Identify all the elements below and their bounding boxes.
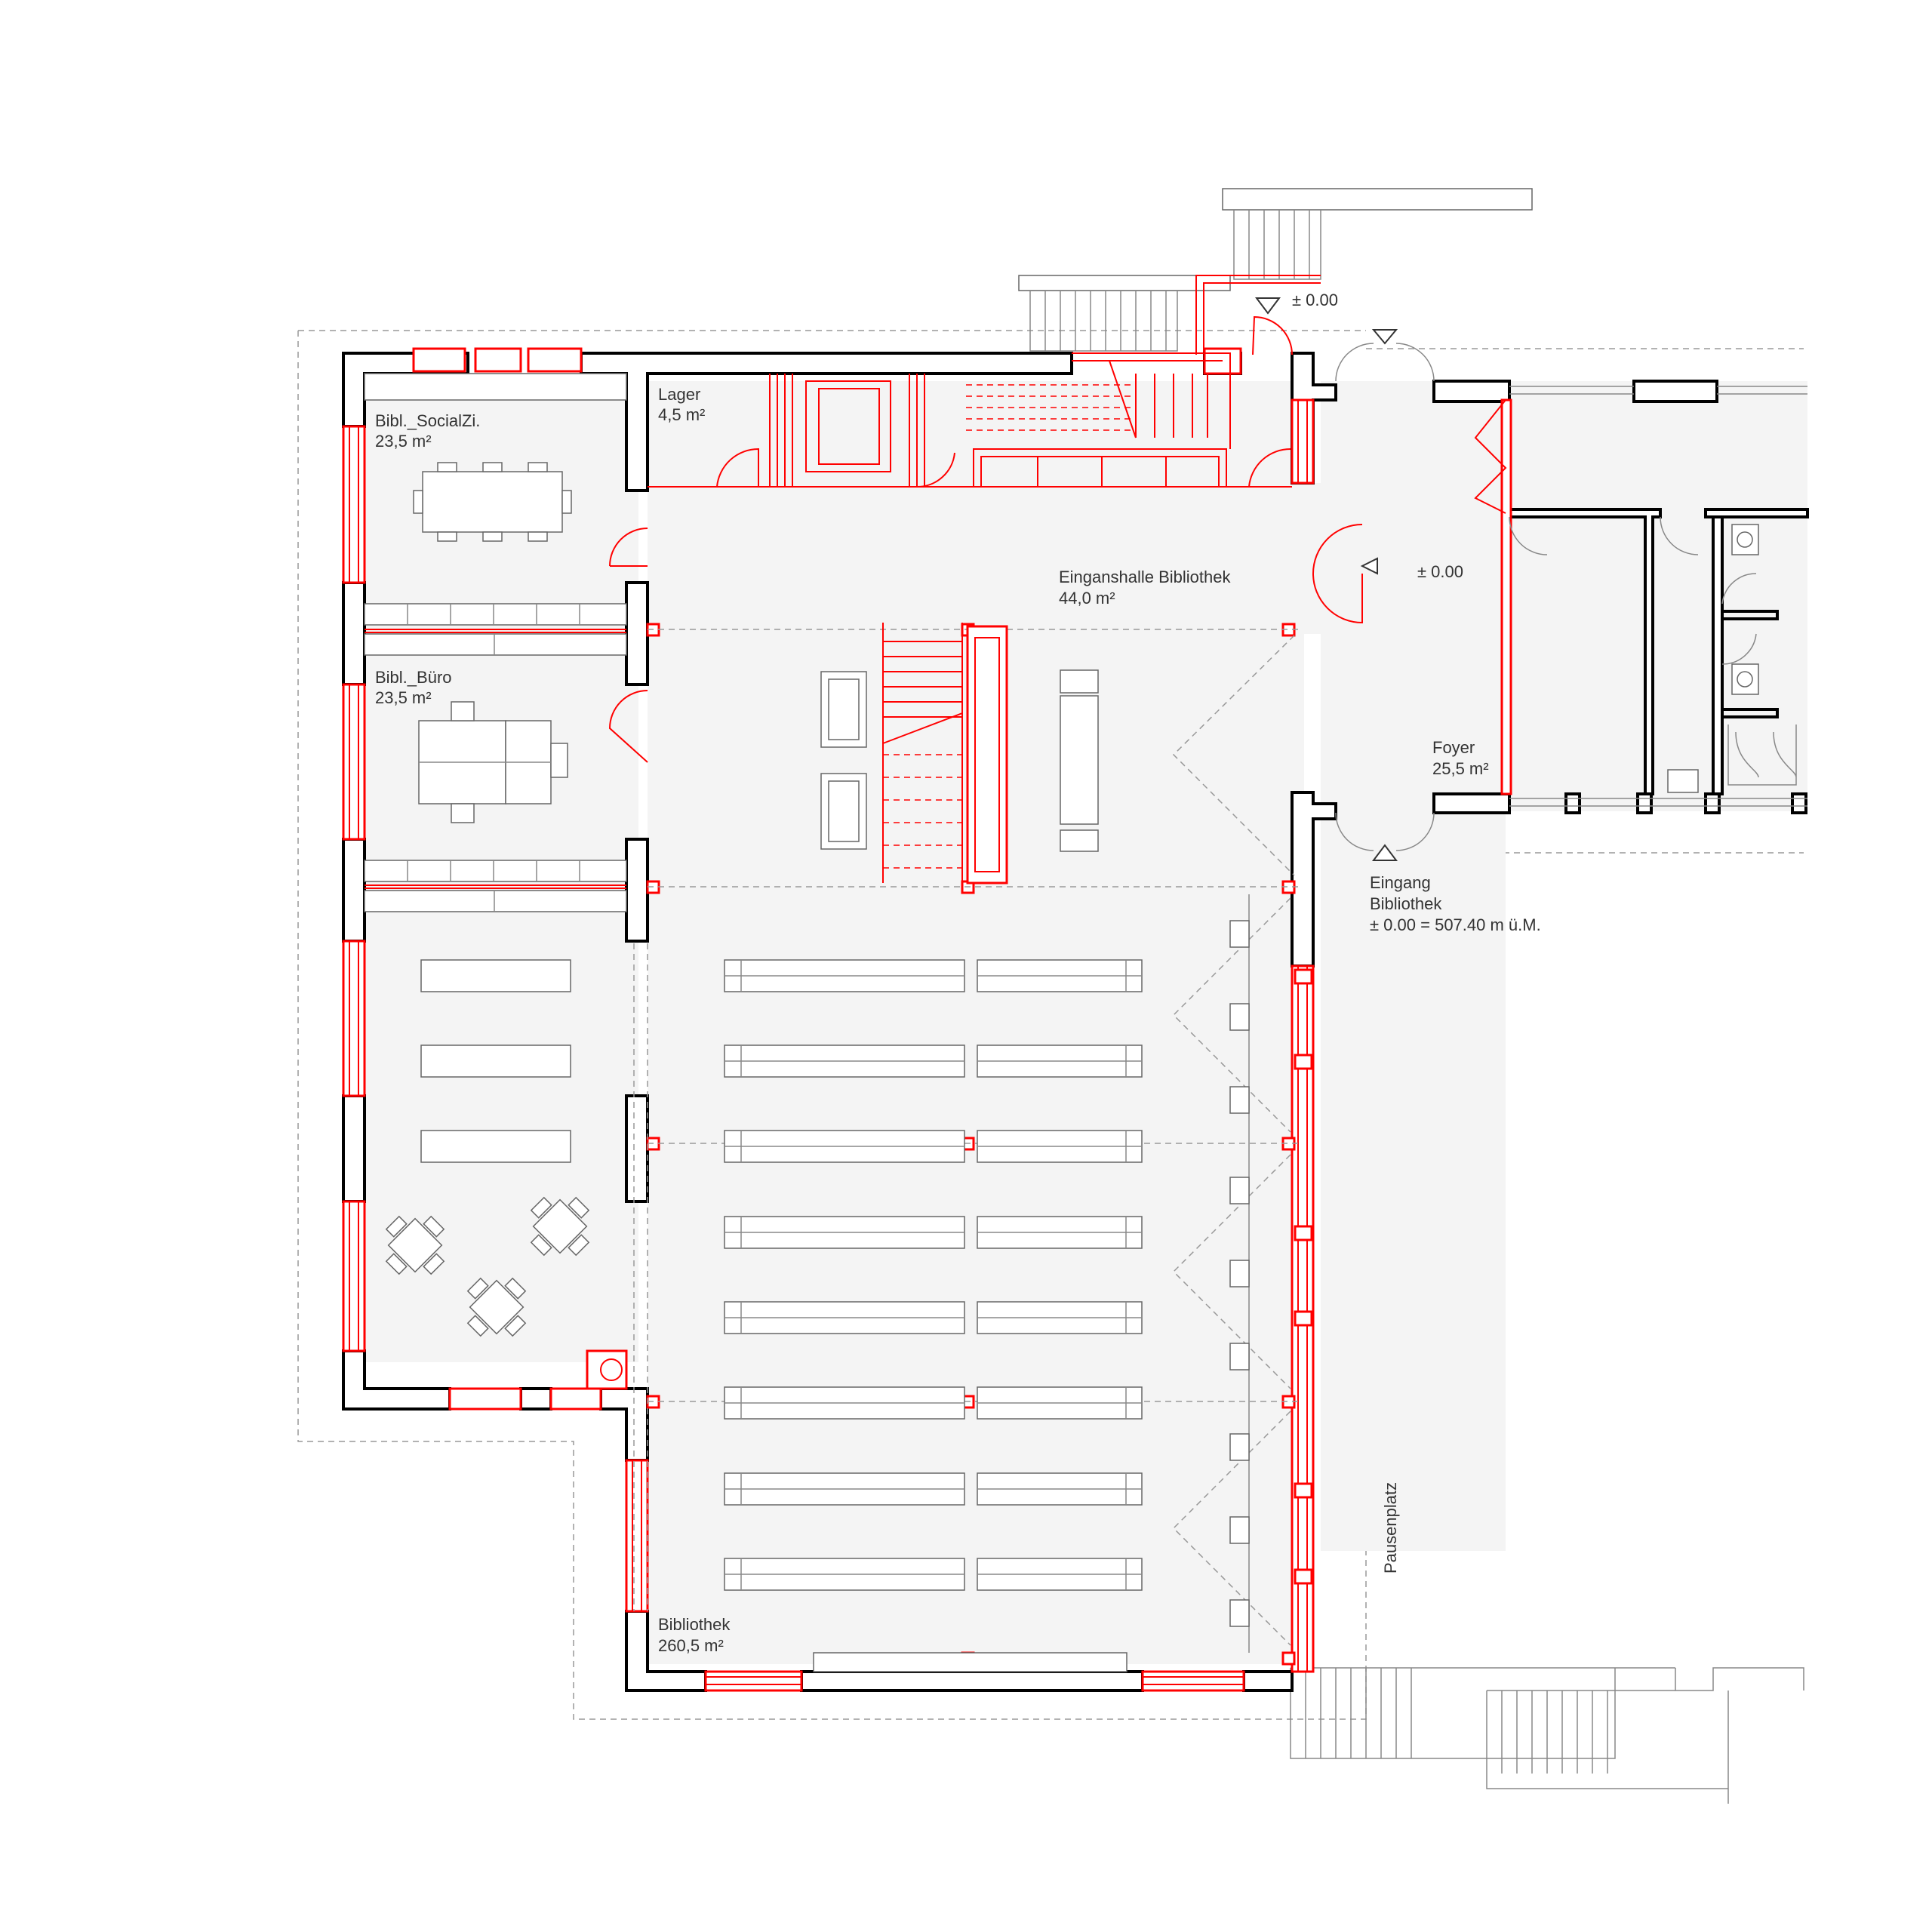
window-seats: [1229, 920, 1250, 1627]
room-area-foyer: 25,5 m²: [1432, 759, 1489, 778]
room-area-bibliothek: 260,5 m²: [658, 1636, 724, 1655]
site-outline-east: [1366, 348, 1804, 854]
room-area-buero: 23,5 m²: [375, 688, 432, 707]
room-name-bibliothek: Bibliothek: [658, 1615, 731, 1634]
service-core: [648, 352, 1292, 488]
office-desks: [418, 701, 568, 823]
entrance-label-3: ± 0.00 = 507.40 m ü.M.: [1370, 915, 1541, 934]
level-label-foyer: ± 0.00: [1417, 562, 1463, 581]
entrance-label-2: Bibliothek: [1370, 894, 1442, 913]
toilets: [1667, 515, 1797, 794]
room-name-social: Bibl._SocialZi.: [375, 411, 480, 430]
room-area-halle: 44,0 m²: [1059, 589, 1115, 608]
social-table: [413, 462, 572, 542]
room-name-halle: Einganshalle Bibliothek: [1059, 568, 1231, 586]
level-markers: [1255, 297, 1398, 861]
floor-fills: [365, 381, 1807, 1664]
windows: [349, 400, 1308, 1685]
level-label-top: ± 0.00: [1292, 291, 1338, 309]
level-triangle-icon: [1371, 329, 1398, 345]
reading-shelves: [420, 959, 571, 1163]
level-triangle-icon: [1255, 297, 1281, 315]
exterior-stair-bottom: [1290, 1667, 1804, 1804]
central-stair: [882, 623, 1008, 884]
entrance-label-1: Eingang: [1370, 873, 1431, 892]
room-name-foyer: Foyer: [1432, 738, 1475, 757]
room-area-social: 23,5 m²: [375, 432, 432, 451]
doors: [608, 315, 1699, 851]
shelves-left: [364, 373, 627, 912]
room-area-lager: 4,5 m²: [658, 405, 705, 424]
room-name-buero: Bibl._Büro: [375, 668, 452, 687]
cafe-tables: [385, 1196, 590, 1337]
room-labels: Bibl._SocialZi. 23,5 m² Lager 4,5 m² Bib…: [375, 291, 1541, 1655]
pausenplatz-label: Pausenplatz: [1381, 1482, 1400, 1574]
site-outline: [297, 330, 1367, 1720]
library-shelves: [724, 959, 1143, 1672]
exterior-stair-top: [1018, 188, 1533, 355]
lounge-furniture: [820, 669, 1099, 852]
room-name-lager: Lager: [658, 385, 700, 404]
entrance-triangle-icon: [1372, 844, 1398, 861]
level-triangle-icon: [1360, 557, 1378, 575]
east-windows: [1509, 386, 1807, 807]
